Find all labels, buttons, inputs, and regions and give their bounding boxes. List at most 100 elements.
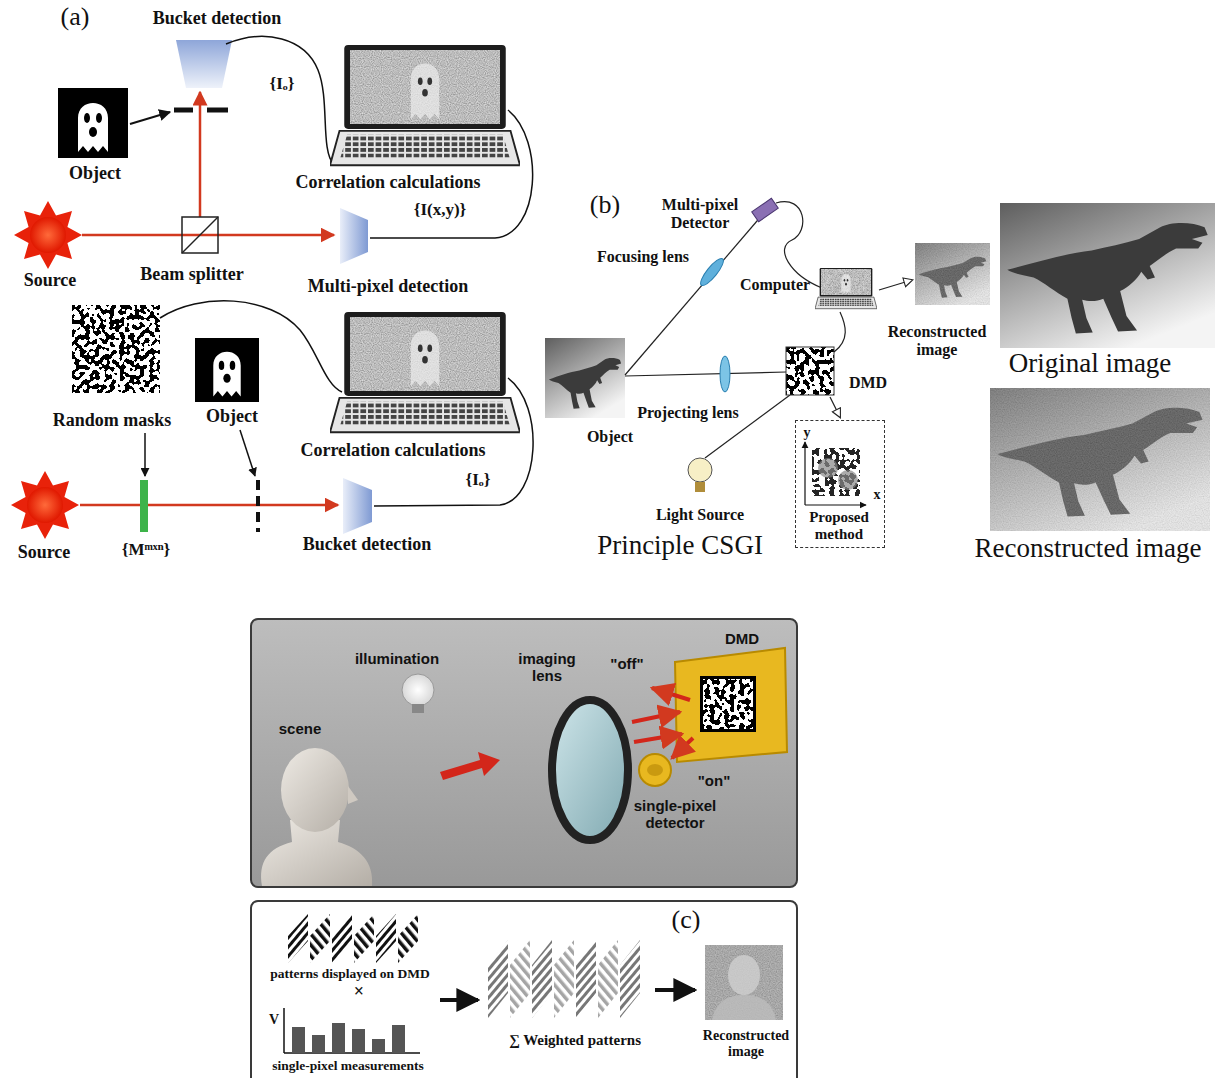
label: Principle CSGI: [597, 530, 763, 561]
node-text: ×: [354, 981, 364, 1002]
beam: [80, 504, 338, 507]
beam: [82, 234, 334, 237]
label: Beam splitter: [140, 264, 243, 285]
bar: [352, 1029, 365, 1053]
ghost-imaging-setup: [14, 36, 533, 269]
reconstructed-face: [705, 945, 783, 1020]
label: Correlation calculations: [300, 440, 485, 461]
label: Source: [18, 542, 71, 563]
node-text: y: [804, 425, 811, 441]
reconstructed-photo: [915, 243, 990, 305]
pattern: [310, 914, 330, 963]
label: DMD: [849, 374, 887, 392]
reconstructed-face: [728, 955, 760, 995]
label: {Mᵐˣⁿ}: [122, 540, 171, 560]
object-image: [195, 338, 259, 402]
weighted-pattern: [554, 940, 574, 1018]
label: Multi-pixel detection: [308, 276, 468, 297]
flow-arrow: [440, 998, 478, 1002]
noise: [990, 388, 1210, 531]
weighted-pattern: [532, 940, 552, 1018]
label: {I(x,y)}: [414, 200, 467, 220]
pointer-arrow: [830, 397, 840, 417]
node-text: "off": [610, 655, 643, 672]
node-text: "on": [698, 772, 731, 789]
computer: [815, 268, 877, 309]
label: Original image: [1009, 348, 1172, 379]
label: Projecting lens: [637, 404, 738, 422]
label: (a): [61, 2, 90, 32]
light-source: [11, 471, 79, 539]
bucket-detector: [343, 478, 372, 534]
bar: [372, 1039, 385, 1053]
pointer-arrow: [130, 112, 170, 124]
light-arrow: [652, 688, 690, 700]
light-path: [625, 214, 763, 375]
light-arrow: [634, 734, 682, 742]
label: (b): [590, 190, 620, 220]
cable: [834, 312, 845, 352]
label: Bucket detection: [153, 8, 281, 29]
camera-panel: illuminationsceneimaging lensDMD"off""on…: [250, 618, 798, 888]
flow-arrow: [655, 988, 695, 992]
reconstructed-face: [705, 945, 783, 1020]
object-photo: [549, 358, 621, 409]
pattern: [398, 914, 418, 963]
label: Computer: [740, 276, 810, 294]
multi-pixel-detector: [752, 198, 779, 222]
head-bust: [348, 786, 358, 804]
beam-splitter: [182, 217, 218, 253]
head-bust: [281, 748, 349, 832]
output-arrow: [879, 280, 912, 290]
computational-ghost-imaging-setup: [11, 301, 533, 539]
pattern: [288, 914, 308, 963]
node-text: scene: [279, 720, 322, 737]
light-source: [14, 201, 82, 269]
bar: [392, 1025, 405, 1053]
label: Source: [24, 270, 77, 291]
cable: [776, 202, 822, 288]
label: Reconstructed image: [880, 323, 995, 360]
panel-ground: [251, 619, 797, 887]
label: Reconstructed image: [974, 533, 1201, 564]
light-bulb: [402, 674, 434, 706]
pattern-plot: [838, 470, 858, 490]
node-text: DMD: [725, 630, 759, 647]
node-text: illumination: [355, 650, 439, 667]
pattern-plot: [818, 458, 838, 478]
label: Correlation calculations: [295, 172, 480, 193]
object-image: [58, 88, 128, 158]
csgi-setup: [545, 198, 1215, 531]
dmd: [786, 347, 834, 395]
light-arrow: [440, 752, 500, 780]
bar: [292, 1027, 305, 1053]
node-text: Reconstructed image: [696, 1028, 796, 1060]
computer: [330, 45, 520, 165]
pointer-arrow: [240, 430, 255, 476]
focusing-lens: [697, 256, 726, 289]
random-mask: [72, 305, 160, 393]
bar: [312, 1035, 325, 1053]
dmd: [703, 679, 753, 729]
axis: [804, 442, 805, 505]
node-text: patterns displayed on DMD: [270, 966, 429, 982]
projecting-lens: [720, 356, 730, 392]
light-bulb: [412, 704, 424, 713]
original-photo: [1007, 223, 1207, 333]
label: {Iₒ}: [466, 470, 491, 490]
original-photo: [1000, 203, 1215, 348]
pattern: [332, 914, 352, 963]
label: Object: [69, 163, 121, 184]
axis: [283, 1008, 285, 1053]
label: Object: [206, 406, 258, 427]
label: {Iₒ}: [270, 74, 295, 94]
reconstructed-face: [712, 995, 776, 1020]
weighted-pattern: [598, 940, 618, 1018]
light-arrow: [632, 712, 680, 722]
light-bulb: [688, 458, 712, 482]
pointer-arrow: [144, 433, 146, 476]
light-bulb: [695, 482, 705, 492]
light-arrow: [672, 738, 693, 758]
multi-pixel-detector: [340, 208, 368, 264]
